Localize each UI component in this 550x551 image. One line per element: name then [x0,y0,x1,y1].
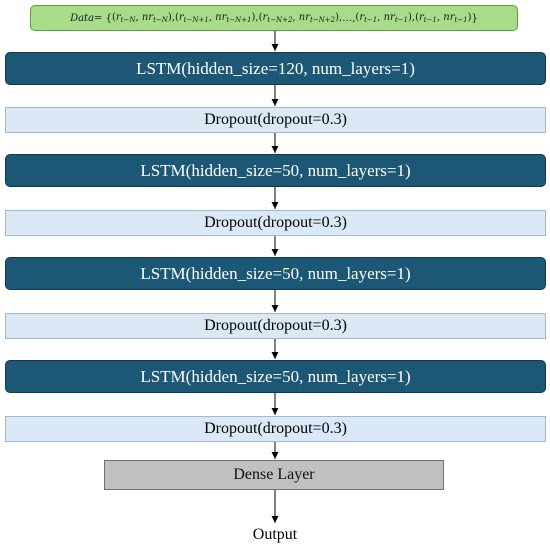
r-symbol: r [178,12,184,23]
dropout-layer-2: Dropout(dropout=0.3) [5,107,546,133]
r-subscript: t−1 [364,16,378,24]
data-term: (rt−1, nrt−1), [355,12,416,24]
nr-symbol: nr [215,12,227,23]
lstm-layer-3: LSTM(hidden_size=50, num_layers=1) [5,154,546,187]
nr-subscript: t−1 [394,16,408,24]
r-subscript: t−N [120,16,136,24]
nr-symbol: nr [383,12,395,23]
nr-symbol: nr [141,12,154,23]
nr-subscript: t−N [153,16,168,24]
layer-label: Dropout(dropout=0.3) [204,111,347,128]
layer-label: LSTM(hidden_size=50, num_layers=1) [140,263,411,283]
data-term: (rt−N, nrt−N), [111,12,175,24]
dropout-layer-4: Dropout(dropout=0.3) [5,210,546,236]
nr-subscript: t−1 [454,16,468,24]
r-subscript: t−N+1 [183,16,209,24]
lstm-layer-7: LSTM(hidden_size=50, num_layers=1) [5,360,546,393]
data-ellipsis: … [342,12,353,24]
layer-label: Dropout(dropout=0.3) [204,214,347,231]
data-term: (rt−N+2, nrt−N+2), [258,12,343,24]
r-symbol: r [262,12,268,23]
dense-label: Dense Layer [233,466,315,483]
dropout-layer-6: Dropout(dropout=0.3) [5,313,546,339]
r-subscript: t−1 [423,16,437,24]
layer-label: Dropout(dropout=0.3) [204,420,347,437]
data-term: (rt−N+1, nrt−N+1), [174,12,259,24]
data-label: Data [70,12,95,24]
lstm-layer-1: LSTM(hidden_size=120, num_layers=1) [5,52,546,85]
nr-symbol: nr [443,12,455,23]
input-data-box: Data = {(rt−N, nrt−N), (rt−N+1, nrt−N+1)… [30,5,518,31]
lstm-layer-5: LSTM(hidden_size=50, num_layers=1) [5,257,546,290]
data-term: (rt−1, nrt−1) [415,12,472,24]
r-symbol: r [115,12,121,23]
dropout-layer-8: Dropout(dropout=0.3) [5,416,546,442]
dense-layer: Dense Layer [104,460,444,490]
output-label: Output [252,526,298,543]
nr-subscript: t−N+2 [310,16,336,24]
r-subscript: t−N+2 [267,16,293,24]
data-equals: = { [94,12,112,24]
nr-symbol: nr [298,12,310,23]
layer-label: LSTM(hidden_size=50, num_layers=1) [140,160,411,180]
layer-label: Dropout(dropout=0.3) [204,317,347,334]
layer-label: LSTM(hidden_size=50, num_layers=1) [140,366,411,386]
r-symbol: r [359,12,365,23]
layer-label: LSTM(hidden_size=120, num_layers=1) [136,58,415,78]
nr-subscript: t−N+1 [226,16,252,24]
r-symbol: r [418,12,424,23]
data-close: } [471,12,478,24]
